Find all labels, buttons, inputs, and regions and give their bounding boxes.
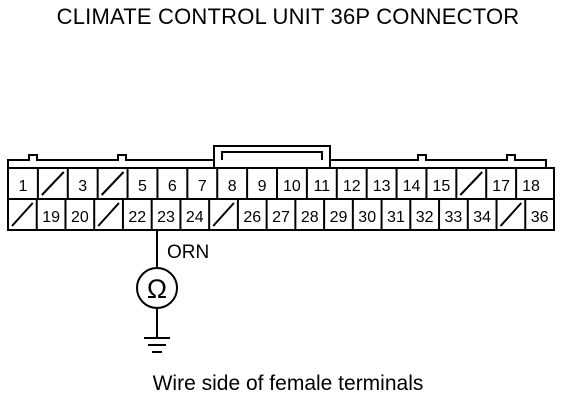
terminal-29: 29 — [330, 209, 348, 226]
terminal-7: 7 — [198, 178, 207, 195]
terminal-11: 11 — [314, 178, 331, 195]
wire-color-label: ORN — [167, 242, 209, 263]
terminal-20: 20 — [71, 209, 89, 226]
caption: Wire side of female terminals — [152, 372, 424, 395]
ohmmeter-icon: Ω — [136, 267, 178, 309]
empty-cavity-slash — [212, 202, 235, 227]
terminal-15: 15 — [432, 178, 450, 195]
empty-cavity-slash — [100, 171, 125, 196]
empty-cavity-slash — [41, 171, 65, 196]
meter-symbol: Ω — [147, 274, 167, 304]
terminal-28: 28 — [301, 209, 319, 226]
diagram-title: CLIMATE CONTROL UNIT 36P CONNECTOR — [56, 4, 520, 29]
terminal-33: 33 — [445, 209, 463, 226]
terminal-27: 27 — [272, 209, 290, 226]
terminal-17: 17 — [492, 178, 510, 195]
terminal-12: 12 — [343, 178, 361, 195]
terminal-13: 13 — [373, 178, 391, 195]
empty-cavity-slash — [97, 202, 120, 227]
terminal-23: 23 — [157, 209, 175, 226]
terminal-18: 18 — [522, 178, 540, 195]
terminal-22: 22 — [128, 209, 146, 226]
terminal-10: 10 — [283, 178, 301, 195]
empty-cavity-slash — [459, 171, 483, 196]
terminal-30: 30 — [358, 209, 376, 226]
terminal-34: 34 — [473, 209, 491, 226]
terminal-31: 31 — [387, 209, 405, 226]
terminal-19: 19 — [42, 209, 60, 226]
connector-row-bottom: 19 20 22 23 24 26 27 28 29 30 31 32 33 34 36 — [11, 199, 549, 230]
terminal-26: 26 — [243, 209, 261, 226]
terminal-14: 14 — [403, 178, 421, 195]
connector-latch — [213, 151, 331, 168]
terminal-1: 1 — [18, 178, 27, 195]
connector-body — [7, 145, 555, 231]
terminal-3: 3 — [78, 178, 87, 195]
terminal-8: 8 — [228, 178, 237, 195]
terminal-24: 24 — [186, 209, 204, 226]
terminal-6: 6 — [168, 178, 177, 195]
terminal-9: 9 — [258, 178, 267, 195]
terminal-5: 5 — [138, 178, 147, 195]
ground-icon — [144, 337, 170, 353]
meter-circle — [136, 267, 178, 309]
empty-cavity-slash — [11, 202, 34, 227]
terminal-36: 36 — [531, 209, 549, 226]
empty-cavity-slash — [499, 202, 523, 227]
terminal-32: 32 — [416, 209, 434, 226]
